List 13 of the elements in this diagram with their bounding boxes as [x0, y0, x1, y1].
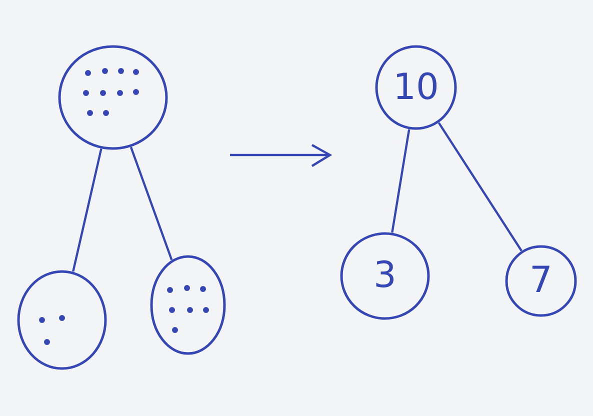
number-label: 10 [393, 70, 439, 106]
connector-line [130, 146, 173, 260]
connector-line [438, 122, 522, 252]
number-label: 3 [374, 258, 396, 294]
node-circle [375, 45, 457, 130]
node-circle [17, 270, 107, 370]
node-circle [58, 45, 168, 150]
connector-line [391, 129, 410, 233]
number-label: 7 [530, 263, 552, 299]
node-circle [150, 255, 226, 355]
node-circle [505, 245, 577, 317]
node-circle [340, 232, 430, 320]
connector-line [72, 148, 102, 272]
